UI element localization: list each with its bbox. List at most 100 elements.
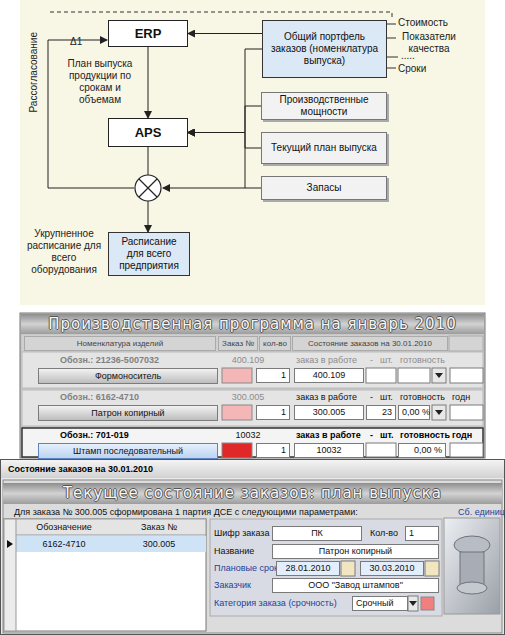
process-box: Расписание для всего предприятия xyxy=(108,232,190,276)
junction-cross xyxy=(139,179,157,197)
text-label: 10032 xyxy=(294,443,364,458)
text-label: Сроки xyxy=(398,63,426,75)
selected-row xyxy=(16,536,206,552)
text-label: 6162-4710 xyxy=(16,539,112,550)
table-header xyxy=(4,519,206,535)
text-label: Штамп последовательный xyxy=(38,443,218,459)
status-field xyxy=(222,443,252,458)
text-label: Производственная программа на январь 201… xyxy=(21,314,484,334)
text-label: Заказ № xyxy=(112,522,206,533)
dropdown-button xyxy=(408,596,418,611)
window-frame xyxy=(20,313,485,458)
text-label: 400.109 xyxy=(222,355,274,366)
text-label: ПК xyxy=(272,526,362,541)
summing-junction xyxy=(135,175,161,201)
window-panel xyxy=(3,480,502,633)
box-label: APS xyxy=(135,125,162,140)
dashed-line xyxy=(50,12,392,20)
row-indicator-column xyxy=(4,519,16,631)
text-label: готовность xyxy=(400,392,445,403)
text-label: Срочный xyxy=(352,596,408,611)
text-label: Формоноситель xyxy=(38,368,218,384)
dropdown-button xyxy=(432,405,446,420)
process-box: APS xyxy=(108,118,188,147)
bus-line xyxy=(163,188,245,189)
text-label: 300.005 xyxy=(222,392,274,403)
box-label: Запасы xyxy=(307,182,342,194)
text-label: - xyxy=(370,430,373,441)
empty-field xyxy=(366,443,396,457)
header-cell xyxy=(449,336,483,351)
leader-lines xyxy=(387,24,398,68)
process-box: Общий портфель заказов (номенклатура вып… xyxy=(262,20,387,78)
flow-arrow xyxy=(188,33,262,34)
text-label: 10032 xyxy=(222,430,274,441)
part-shape xyxy=(460,552,484,586)
urgency-color xyxy=(421,597,434,610)
empty-field xyxy=(450,405,483,420)
text-label: Шифр заказа xyxy=(214,528,270,539)
data-table xyxy=(4,519,206,631)
window-title-bar xyxy=(1,460,504,478)
text-label: Патрон копирный xyxy=(38,405,218,421)
text-label: заказ в работе xyxy=(296,430,361,441)
process-box: Запасы xyxy=(261,176,387,200)
text-label: Название xyxy=(214,546,254,557)
calendar-icon xyxy=(341,561,355,576)
text-label: шт. xyxy=(380,392,393,403)
box-label: Производственные мощности xyxy=(265,94,383,118)
detail-panel xyxy=(210,519,442,616)
dropdown-arrow xyxy=(409,601,417,606)
text-label: 300.005 xyxy=(294,405,364,420)
part-shape xyxy=(457,582,487,594)
text-label: - xyxy=(370,355,373,366)
dropdown-button xyxy=(432,368,446,383)
flow-arrow xyxy=(188,133,261,149)
flow-arrow xyxy=(148,147,149,232)
text-label: годн xyxy=(452,430,472,441)
text-label: заказ в работе xyxy=(296,392,357,403)
text-label: Плановые сроки: xyxy=(214,563,285,574)
text-label: Δ1 xyxy=(70,36,82,48)
text-label: Обозн.: 21236-5007032 xyxy=(60,355,159,366)
status-field xyxy=(222,368,252,383)
box-label: Расписание для всего предприятия xyxy=(112,236,186,272)
text-label: готовность xyxy=(400,430,450,441)
flow-arrow xyxy=(148,47,149,118)
text-label: Обозн.: 6162-4710 xyxy=(60,392,139,403)
empty-field xyxy=(366,368,396,383)
table-row xyxy=(22,390,483,426)
text-label: шт. xyxy=(380,430,394,441)
box-label: Текущий план выпуска xyxy=(271,142,377,154)
calendar-icon xyxy=(425,561,439,576)
part-photo xyxy=(444,518,500,614)
text-label: ООО "Завод штампов" xyxy=(272,578,439,593)
text-label: Рассогласование xyxy=(28,32,39,113)
text-label: Стоимость xyxy=(398,17,448,29)
text-label: 1 xyxy=(256,368,290,383)
text-label: 400.109 xyxy=(294,368,364,383)
text-label: кол-во xyxy=(259,336,291,351)
text-label: 0,00 % xyxy=(398,443,446,458)
text-label: Заказчик xyxy=(214,580,251,591)
text-label: 1 xyxy=(405,526,439,541)
flow-arrow xyxy=(188,106,261,133)
box-label: Общий портфель заказов (номенклатура вып… xyxy=(266,31,383,67)
text-label: заказ в работе xyxy=(296,355,357,366)
text-label: 28.01.2010 xyxy=(276,561,340,576)
flow-arrow xyxy=(188,133,261,189)
text-label: 0,00 % xyxy=(398,405,430,420)
part-shape xyxy=(454,536,490,554)
text-label: 1 xyxy=(256,443,290,458)
window-frame xyxy=(1,460,505,635)
text-label: Состояние заказов на 30.01.2010 xyxy=(292,336,448,351)
text-label: Категория заказа (срочность) xyxy=(214,598,337,609)
box-label: ERP xyxy=(135,26,162,41)
banner xyxy=(3,483,502,504)
window-title-bar xyxy=(21,314,484,334)
text-label: Текущее состояние заказов: план выпуска xyxy=(3,483,502,503)
text-label: Заказ № xyxy=(218,336,258,351)
empty-field xyxy=(450,443,483,457)
dropdown-arrow xyxy=(435,373,443,378)
text-label: 300.005 xyxy=(112,539,206,550)
